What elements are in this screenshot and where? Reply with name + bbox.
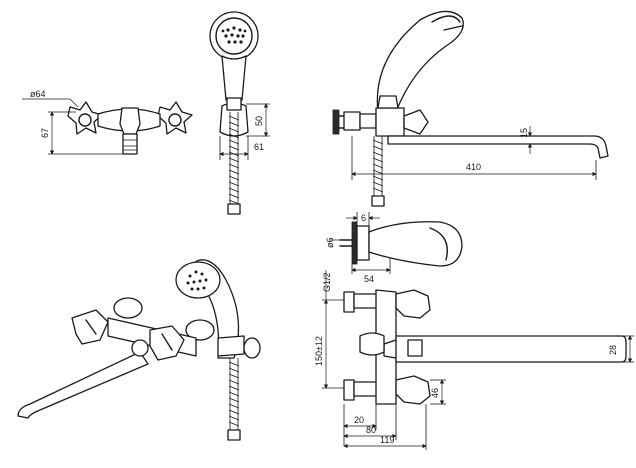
dim-thread-6: ø6 — [325, 237, 335, 248]
dim-offset-15: 15 — [519, 128, 529, 138]
dim-width-20: 20 — [354, 415, 364, 425]
mixer-isometric-view — [17, 259, 261, 441]
mixer-side-section-view — [322, 270, 634, 450]
dim-spacing-150: 150±12 — [314, 336, 324, 366]
mixer-front-view-small — [22, 98, 193, 155]
dim-spout-length-410: 410 — [466, 162, 481, 172]
dim-holder-width-61: 61 — [254, 142, 264, 152]
dim-depth-54: 54 — [364, 274, 374, 284]
dim-holder-height-50: 50 — [254, 116, 264, 126]
dim-width-119: 119 — [380, 435, 394, 445]
dim-inlet-g12: G1/2 — [322, 272, 332, 292]
dim-diameter-64: ø64 — [30, 89, 46, 99]
dim-spout-dia-28: 28 — [608, 345, 618, 355]
dim-width-80: 80 — [366, 425, 376, 435]
wall-mount-detail-view — [330, 212, 463, 274]
dim-handle-46: 46 — [430, 388, 440, 398]
hand-shower-front-view — [209, 11, 270, 215]
dim-size-6: 6 — [361, 213, 366, 223]
mixer-side-view — [332, 10, 609, 207]
dim-height-67: 67 — [40, 128, 50, 138]
